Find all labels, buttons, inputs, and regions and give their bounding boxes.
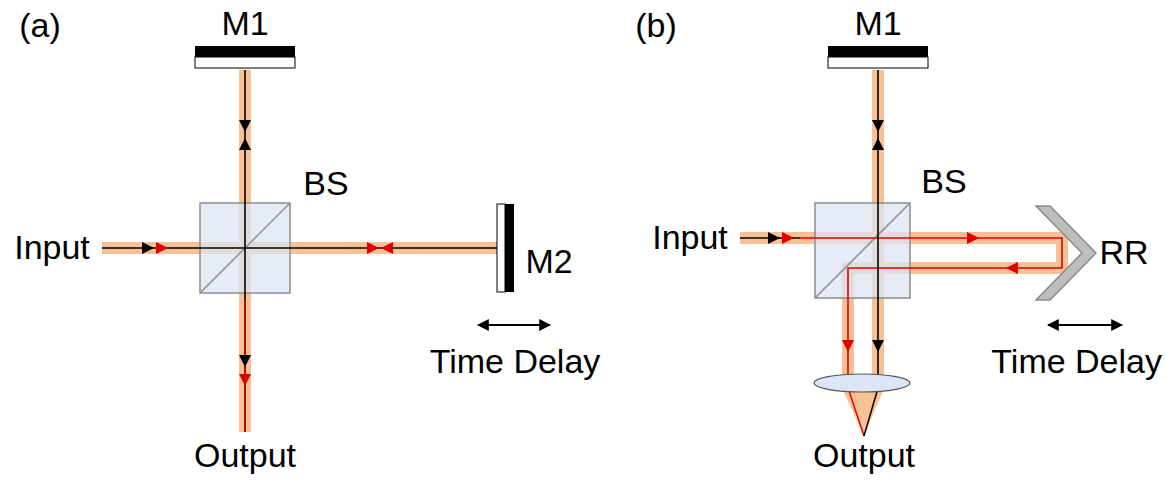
component-label: RR xyxy=(1099,234,1148,271)
beam-arrow xyxy=(381,242,393,254)
delay-label: Time Delay xyxy=(430,343,601,380)
beam-center xyxy=(877,70,879,376)
beam-arrow xyxy=(872,340,884,352)
beam xyxy=(102,242,497,254)
port-label: Output xyxy=(194,437,296,474)
beam-arrow xyxy=(239,374,251,386)
component-label: BS xyxy=(303,165,348,202)
splitter-diagonal xyxy=(815,203,910,298)
port-label: Input xyxy=(652,219,728,256)
component-label: BS xyxy=(921,163,966,200)
focused-beam xyxy=(848,388,864,436)
port-label: Input xyxy=(14,229,90,266)
mirror xyxy=(505,204,514,292)
beam-arrow xyxy=(782,232,794,244)
beam-arrow xyxy=(239,138,251,150)
beam-arrow xyxy=(239,355,251,367)
focused-beam xyxy=(842,388,884,436)
mirror-label: M1 xyxy=(221,5,268,42)
beam-arrow xyxy=(842,340,854,352)
beam-arrow xyxy=(872,138,884,150)
beam-arrow xyxy=(156,242,168,254)
mirror-label: M2 xyxy=(525,243,572,280)
retroreflector xyxy=(1036,206,1096,300)
focused-beam xyxy=(864,388,878,436)
delay-arrow xyxy=(478,324,550,326)
port-label: Output xyxy=(813,437,915,474)
beam-splitter xyxy=(815,203,910,298)
mirror xyxy=(828,46,928,57)
beam-arrow xyxy=(872,120,884,132)
beam-arrow xyxy=(367,242,379,254)
beam-arrow xyxy=(768,232,780,244)
beam-arrow xyxy=(967,232,979,244)
mirror xyxy=(828,57,928,68)
mirror xyxy=(195,57,295,68)
lens xyxy=(814,374,910,392)
beam-arrow xyxy=(1006,262,1018,274)
delay-label: Time Delay xyxy=(991,343,1162,380)
mirror xyxy=(497,204,505,292)
beam-arrow xyxy=(239,120,251,132)
delay-arrow xyxy=(1048,324,1122,326)
panel-label: (b) xyxy=(635,7,677,44)
mirror xyxy=(195,46,295,57)
panel-label: (a) xyxy=(19,7,61,44)
beam-arrow xyxy=(142,242,154,254)
mirror-label: M1 xyxy=(854,5,901,42)
